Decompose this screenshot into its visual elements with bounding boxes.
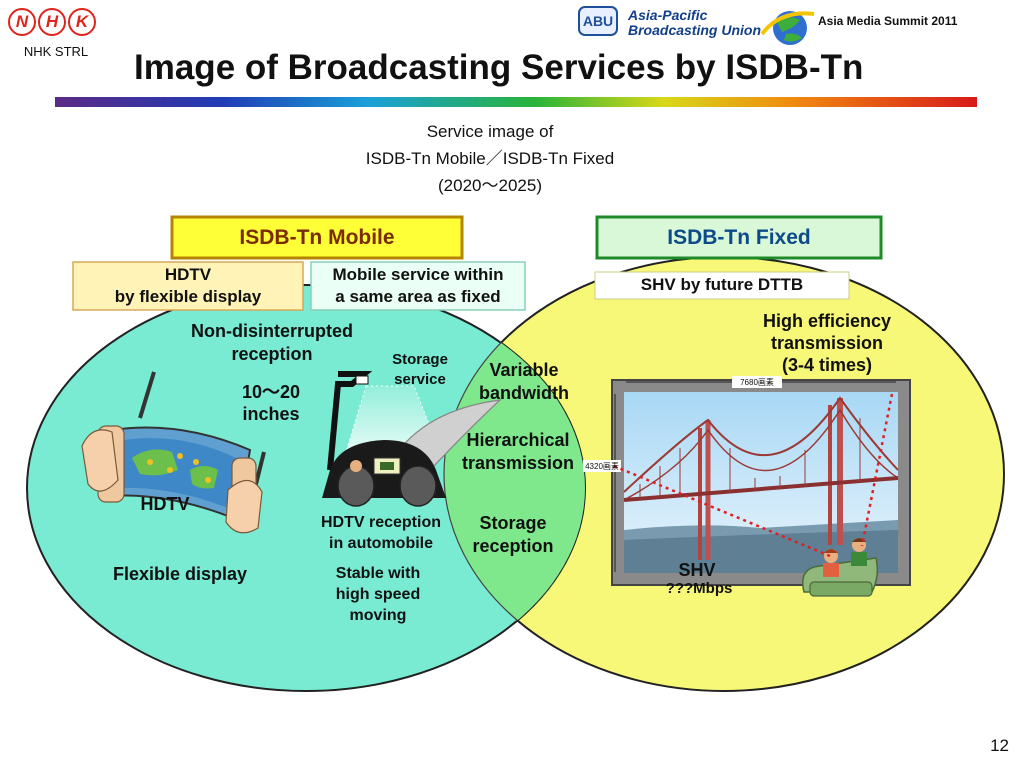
storage-service-label: Storage service	[380, 350, 460, 390]
nhk-logo-letter-n: N	[8, 8, 36, 36]
tv-width-label: 7680画素	[740, 378, 774, 387]
screen-size-line1: 10～20	[241, 382, 301, 402]
caption-line3: (2020～2025)	[438, 176, 542, 195]
mobile-service-line2: a same area as fixed	[335, 287, 501, 306]
auto-reception-line2: in automobile	[329, 535, 433, 552]
high-efficiency-line1: High efficiency	[762, 311, 892, 331]
variable-bandwidth-line2: bandwidth	[479, 383, 569, 403]
variable-bandwidth-label: Variable bandwidth	[462, 359, 586, 405]
hierarchical-transmission-label: Hierarchical transmission	[446, 429, 590, 475]
mobile-service-line1: Mobile service within	[332, 265, 504, 284]
mobile-header-box	[170, 215, 464, 260]
hdtv-flexible-label: HDTV by flexible display	[73, 264, 303, 308]
nhk-logo: N H K NHK STRL	[8, 8, 98, 59]
reception-line1: Non-disinterrupted	[191, 321, 353, 341]
page-number: 12	[990, 736, 1009, 755]
auto-reception-label: HDTV reception in automobile	[308, 512, 454, 554]
viewers-on-sofa-icon	[802, 538, 879, 597]
hdtv-flexible-line1: HDTV	[164, 265, 212, 284]
mobile-header-label: ISDB-Tn Mobile	[239, 226, 395, 249]
flexible-display-icon	[81, 371, 266, 534]
fixed-header-label: ISDB-Tn Fixed	[667, 226, 811, 249]
storage-reception-line2: reception	[472, 536, 554, 556]
automobile-icon	[322, 371, 502, 507]
stable-moving-line3: moving	[349, 607, 407, 624]
shv-box	[594, 271, 850, 300]
stable-moving-label: Stable with high speed moving	[318, 563, 438, 626]
event-name: Asia Media Summit 2011	[818, 14, 958, 28]
screen-size-label: 10～20 inches	[226, 381, 316, 425]
abu-name-line2: Broadcasting Union	[628, 22, 762, 38]
shv-bitrate: ???Mbps	[665, 580, 733, 597]
nhk-logo-letter-k: K	[68, 8, 96, 36]
service-caption: Service image of ISDB-Tn Mobile／ISDB-Tn …	[300, 118, 680, 199]
variable-bandwidth-line1: Variable	[489, 360, 559, 380]
storage-reception-line1: Storage	[479, 513, 547, 533]
shv-caption: SHV	[678, 560, 716, 580]
mobile-service-box	[310, 261, 526, 311]
hdtv-label: HDTV	[140, 494, 190, 514]
shv-label: SHV by future DTTB	[640, 275, 804, 294]
flexible-display-label: Flexible display	[112, 564, 248, 584]
auto-reception-line1: HDTV reception	[320, 514, 441, 531]
tv-height-label: 4320画素	[585, 462, 619, 471]
hierarchical-transmission-line1: Hierarchical	[466, 430, 570, 450]
nhk-strl-label: NHK STRL	[23, 44, 89, 59]
caption-line2: ISDB-Tn Mobile／ISDB-Tn Fixed	[365, 149, 615, 168]
hdtv-flexible-line2: by flexible display	[114, 287, 262, 306]
stable-moving-line1: Stable with	[335, 565, 421, 582]
fixed-header-box	[595, 215, 883, 260]
rainbow-divider	[55, 97, 977, 107]
abu-logo-icon: ABU	[578, 6, 618, 36]
hdtv-flexible-box	[72, 261, 304, 311]
high-efficiency-line2: transmission	[770, 333, 884, 353]
reception-line2: reception	[231, 344, 313, 364]
storage-service-line2: service	[394, 371, 446, 388]
screen-size-line2: inches	[242, 404, 300, 424]
abu-globe-icon	[760, 11, 815, 45]
nhk-logo-letter-h: H	[38, 8, 66, 36]
high-efficiency-line3: (3-4 times)	[781, 355, 873, 375]
page-title: Image of Broadcasting Services by ISDB-T…	[134, 48, 864, 87]
storage-reception-label: Storage reception	[458, 512, 568, 558]
viewing-angle-line	[860, 393, 894, 547]
abu-name-line1: Asia-Pacific	[628, 7, 708, 23]
high-efficiency-label: High efficiency transmission (3-4 times)	[738, 310, 916, 376]
abu-name: Asia-Pacific Broadcasting Union	[628, 8, 761, 38]
overlap-outline	[443, 285, 585, 691]
mobile-service-label: Mobile service within a same area as fix…	[311, 264, 525, 308]
stable-moving-line2: high speed	[335, 586, 421, 603]
hierarchical-transmission-line2: transmission	[461, 453, 575, 473]
reception-label: Non-disinterrupted reception	[170, 320, 374, 366]
storage-service-line1: Storage	[392, 351, 448, 368]
caption-line1: Service image of	[426, 122, 554, 141]
